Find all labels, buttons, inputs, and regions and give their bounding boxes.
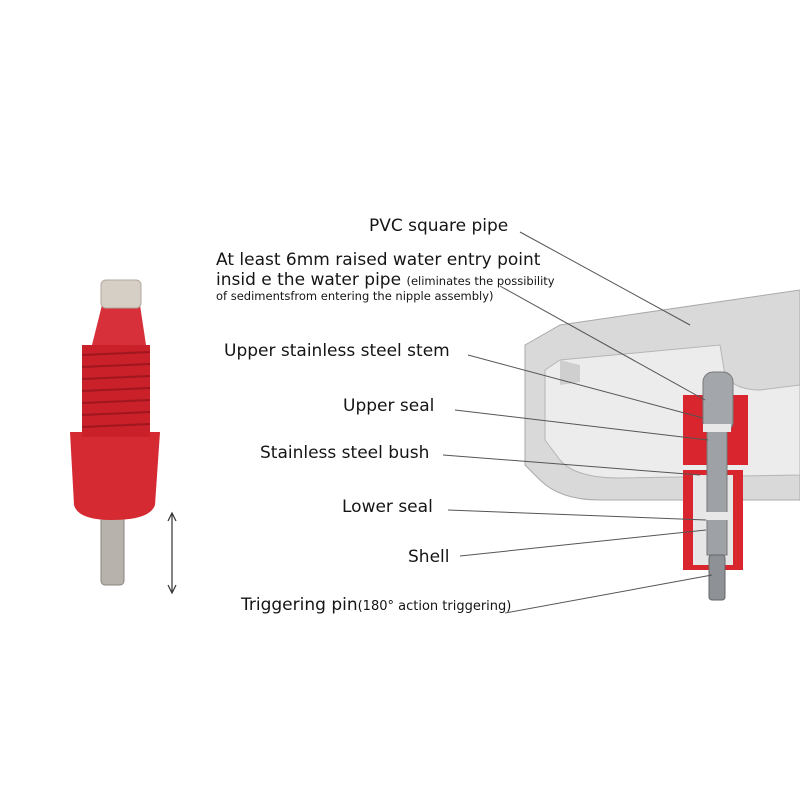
leader-lines (442, 231, 713, 614)
label-lower-seal: Lower seal (342, 497, 433, 517)
pvc-pipe (524, 289, 800, 501)
label-entry-line2: insid e the water pipe (216, 270, 402, 290)
nipple-photo (70, 279, 160, 586)
label-trigger-note: (180° action triggering) (357, 599, 512, 614)
label-bush: Stainless steel bush (260, 443, 430, 463)
label-upper-stem: Upper stainless steel stem (224, 341, 450, 361)
label-entry-note2: of sedimentsfrom entering the nipple ass… (216, 289, 494, 303)
movement-arrow (167, 511, 177, 595)
label-shell: Shell (408, 547, 450, 567)
label-entry-point: At least 6mm raised water entry point (216, 250, 541, 270)
label-trigger-pin-text: Triggering pin (241, 595, 358, 615)
label-upper-seal: Upper seal (343, 396, 435, 416)
nipple-cross-section (683, 371, 748, 601)
label-entry-note1: (eliminates the possibility (406, 274, 555, 288)
label-trigger-pin: Triggering pin(180° action triggering) (241, 595, 511, 615)
label-entry-point-2: insid e the water pipe (eliminates the p… (216, 270, 555, 290)
label-pvc-pipe: PVC square pipe (369, 216, 509, 236)
